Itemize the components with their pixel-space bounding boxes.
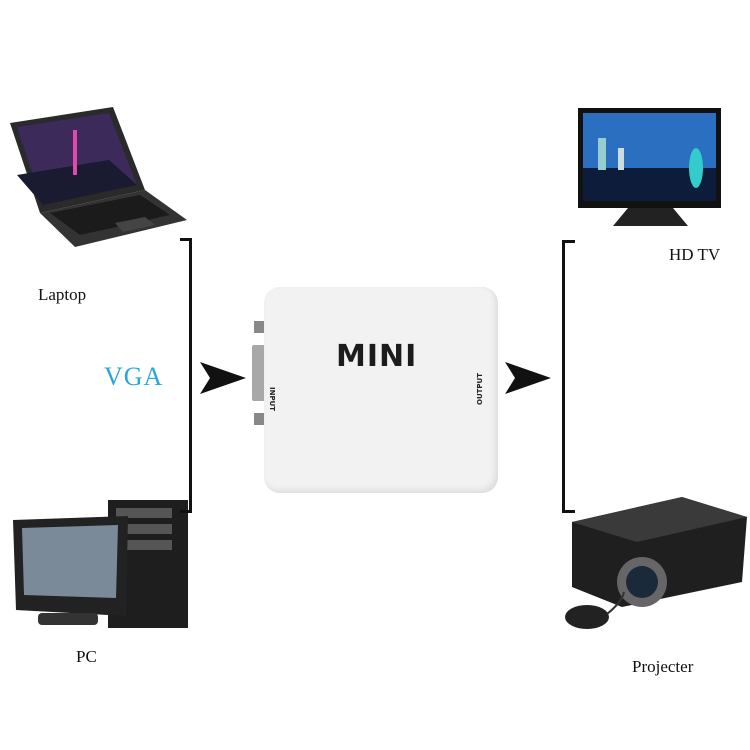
right-bracket-bottom xyxy=(562,510,575,513)
vga-label: VGA xyxy=(104,362,164,391)
projector-label: Projecter xyxy=(632,657,694,676)
output-label: OUTPUT xyxy=(476,373,484,405)
hdtv-label: HD TV xyxy=(669,245,721,264)
left-bracket xyxy=(189,238,192,513)
right-bracket-top xyxy=(562,240,575,243)
input-arrow-icon xyxy=(200,362,246,394)
device-brand: MINI xyxy=(336,339,418,374)
device-body xyxy=(264,287,498,493)
left-bracket-bottom xyxy=(180,510,192,513)
pc-label: PC xyxy=(76,647,97,666)
projector-image xyxy=(565,497,747,629)
hdtv-image xyxy=(578,108,721,226)
output-arrow-icon xyxy=(505,362,551,394)
laptop-label: Laptop xyxy=(38,285,87,304)
right-bracket xyxy=(562,240,565,513)
input-label: INPUT xyxy=(268,387,276,412)
converter-device: MINI INPUT OUTPUT xyxy=(252,287,499,493)
pc-image xyxy=(13,500,188,628)
left-bracket-top xyxy=(180,238,192,241)
laptop-image xyxy=(10,107,187,247)
